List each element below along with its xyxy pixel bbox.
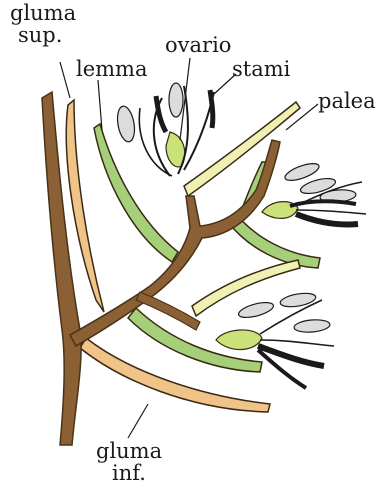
- antera: [294, 318, 331, 333]
- stigma: [290, 201, 356, 206]
- antera: [237, 300, 275, 321]
- antera: [115, 105, 137, 143]
- label-ovario: ovario: [165, 34, 231, 56]
- leader-gluma-sup: [60, 62, 70, 98]
- antera: [279, 291, 317, 309]
- fiore-centrale: [262, 160, 366, 224]
- lemma-1: [94, 124, 178, 262]
- label-gluma-sup-line1: gluma: [10, 2, 76, 24]
- fiore-superiore: [115, 83, 214, 176]
- label-gluma-sup-line2: sup.: [10, 24, 76, 46]
- ovario-inferiore: [216, 330, 262, 350]
- label-gluma-inf-line1: gluma: [96, 440, 162, 462]
- label-gluma-sup: gluma sup.: [10, 2, 76, 46]
- stigma: [258, 346, 324, 366]
- label-gluma-inf: gluma inf.: [96, 440, 162, 484]
- leader-gluma-inf: [128, 404, 148, 438]
- label-gluma-inf-line2: inf.: [96, 462, 162, 484]
- fiore-inferiore: [216, 291, 334, 388]
- leader-lemma: [98, 80, 102, 130]
- label-lemma: lemma: [76, 58, 148, 80]
- label-palea: palea: [318, 90, 376, 112]
- label-stami: stami: [232, 58, 290, 80]
- stigma: [296, 214, 358, 225]
- palea-1: [184, 102, 300, 196]
- antera: [169, 83, 183, 117]
- stigma: [210, 90, 213, 128]
